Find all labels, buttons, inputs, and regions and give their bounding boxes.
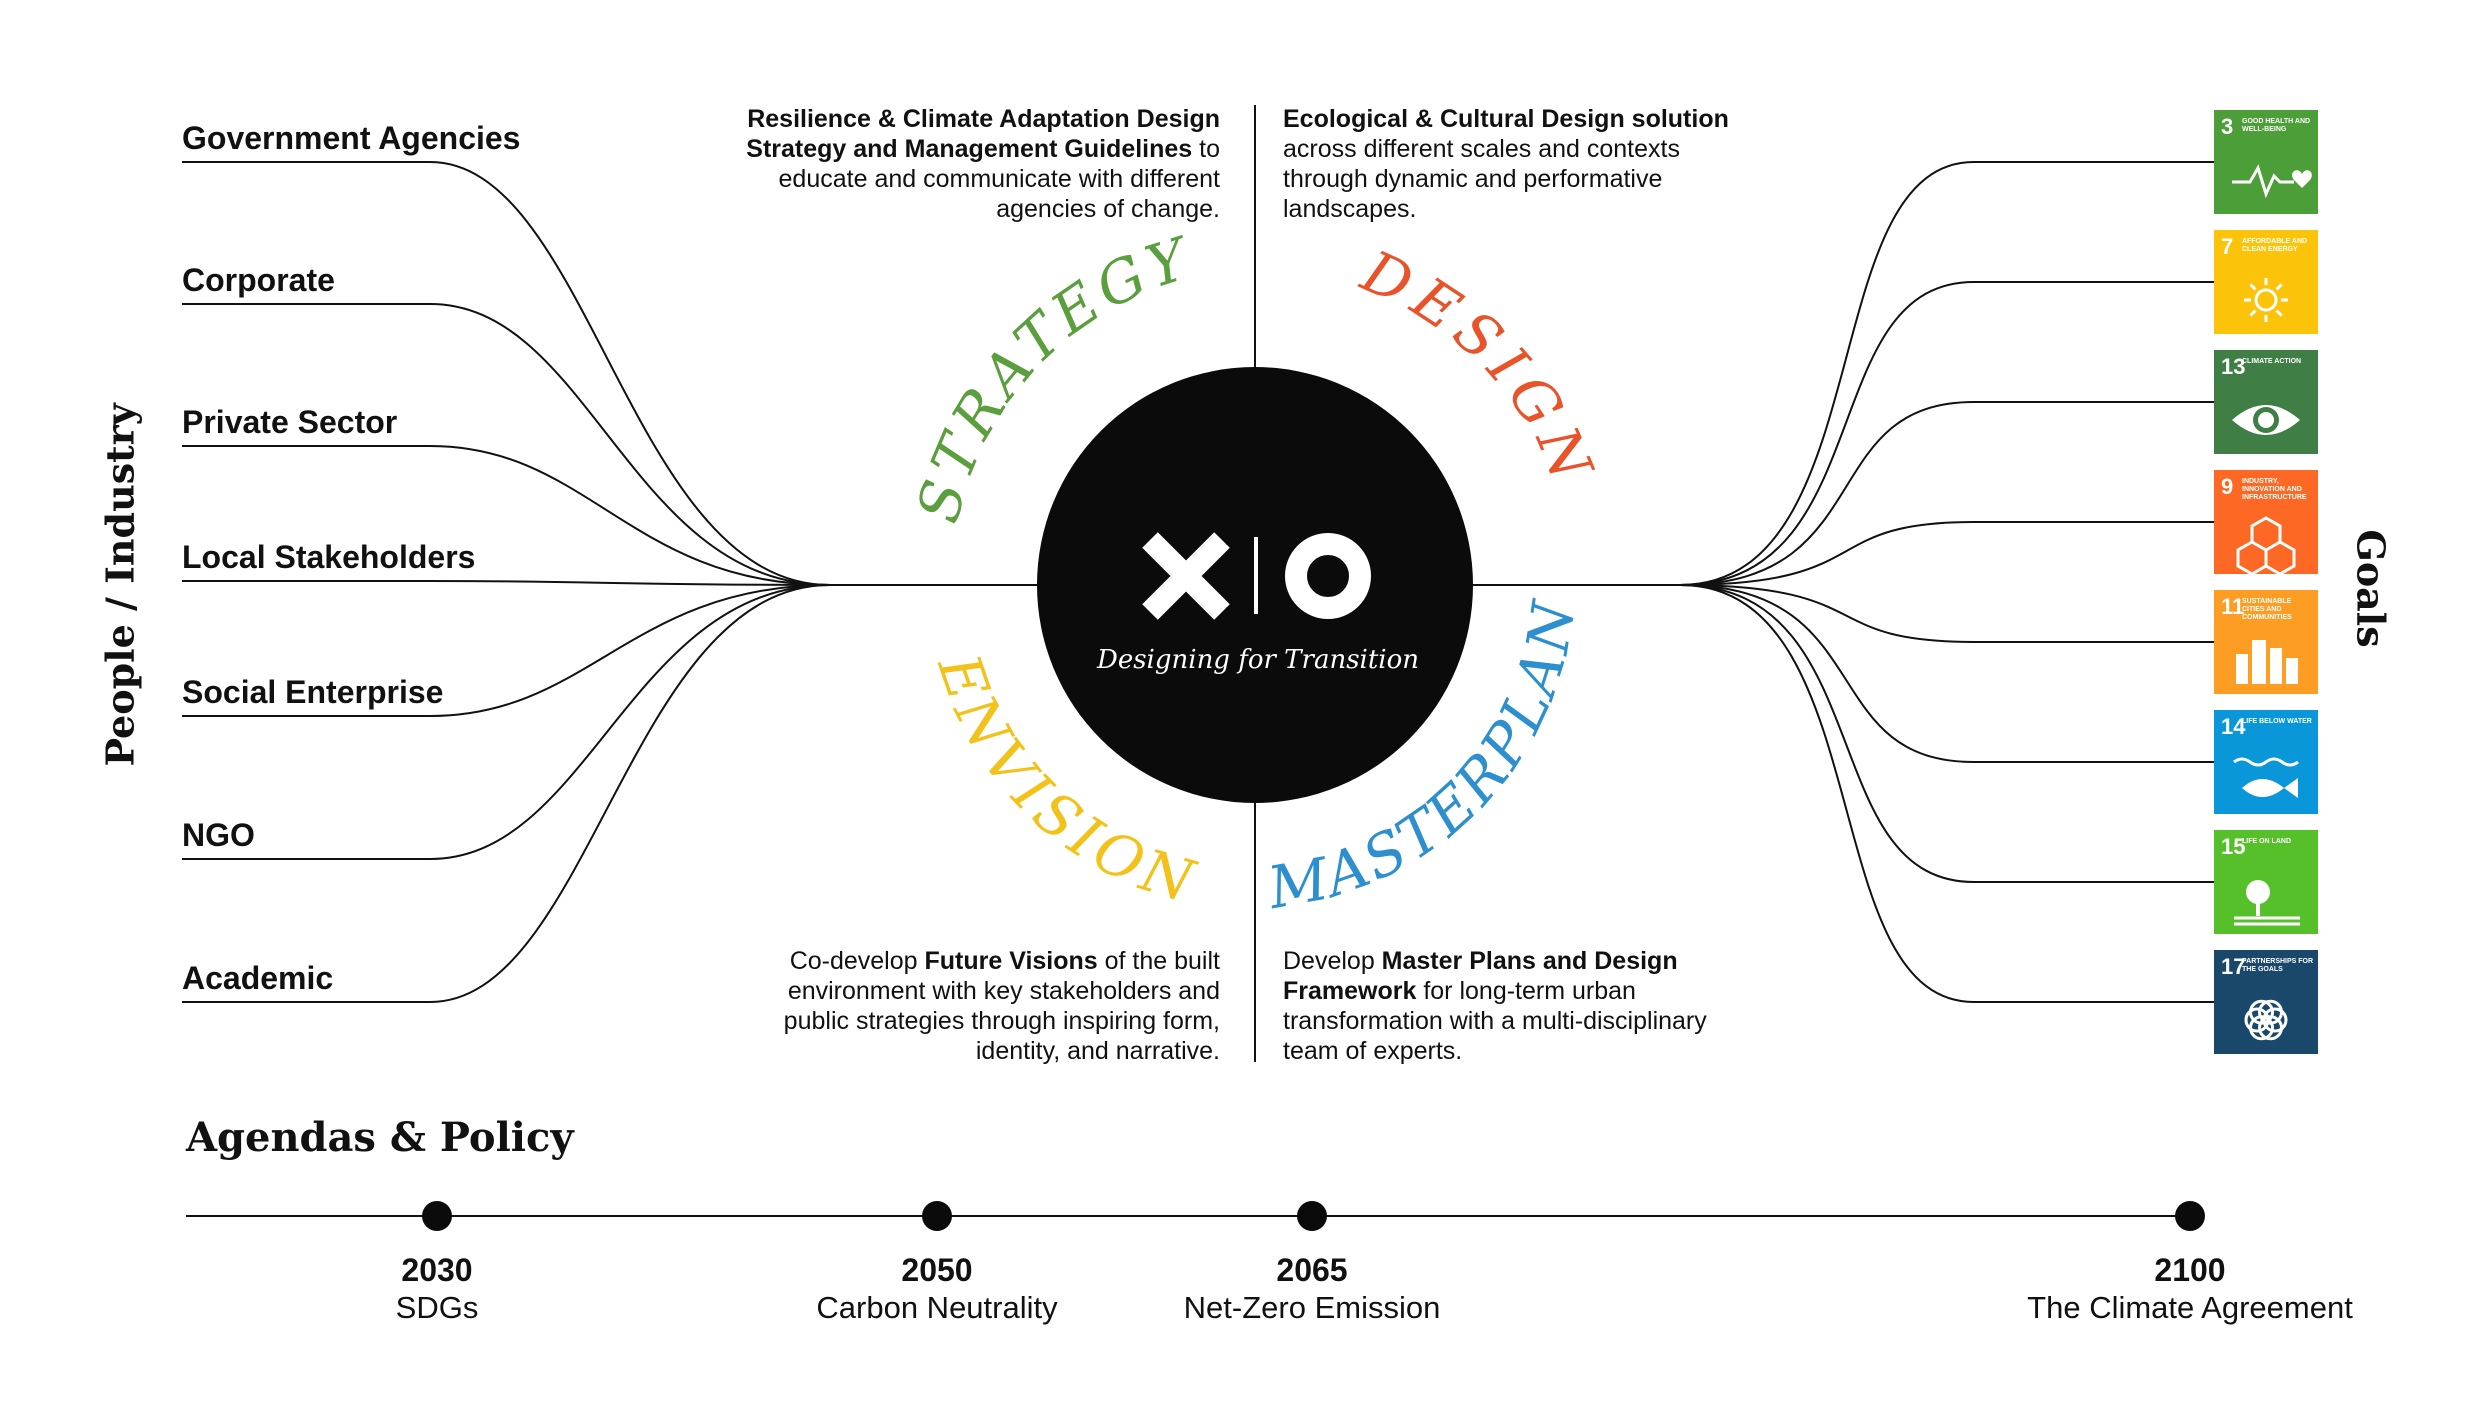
sdg-tile-3: 3 Good Health and Well-Being — [2214, 110, 2318, 214]
eye-globe-icon — [2232, 405, 2300, 435]
stakeholder-connector — [182, 584, 831, 860]
sdg-title: Partnerships for the Goals — [2242, 958, 2314, 973]
sdg-number: 9 — [2221, 474, 2234, 499]
stakeholder-government-agencies: Government Agencies — [182, 120, 521, 156]
fish-icon — [2233, 757, 2299, 798]
stakeholder-ngo: NGO — [182, 817, 255, 853]
goal-connector — [1679, 521, 2214, 586]
sdg-number: 7 — [2221, 234, 2234, 259]
people-industry-label: People / Industry — [97, 403, 143, 767]
milestone-label: Carbon Neutrality — [816, 1290, 1058, 1325]
sdg-tile-14: 14Life Below Water — [2214, 710, 2318, 814]
masterplan-description-pre: Develop — [1283, 947, 1382, 975]
agenda-title: Agendas & Policy — [186, 1114, 574, 1161]
goals-label: Goals — [2348, 529, 2394, 648]
stakeholder-connector — [182, 161, 831, 586]
sdg-number: 17 — [2221, 954, 2246, 979]
stakeholder-connector — [182, 580, 831, 586]
sdg-number: 15 — [2221, 834, 2246, 859]
sdg-tile-13: 13Climate Action — [2214, 350, 2318, 454]
milestone-label: SDGs — [395, 1290, 479, 1325]
milestone-year: 2100 — [2154, 1252, 2226, 1288]
timeline-dot — [422, 1201, 452, 1231]
sdg-tile-15: 15Life On Land — [2214, 830, 2318, 934]
sdg-tile-17: 17Partnerships for the Goals — [2214, 950, 2318, 1054]
goal-connector — [1679, 161, 2214, 586]
tree-icon — [2234, 880, 2300, 926]
stakeholder-connector — [182, 584, 831, 717]
sdg-title: Affordable and Clean Energy — [2242, 238, 2308, 253]
goal-connector — [1679, 401, 2214, 586]
stakeholder-connector — [182, 445, 831, 586]
stakeholder-academic: Academic — [182, 960, 334, 996]
milestone-label: Net-Zero Emission — [1183, 1290, 1441, 1325]
goal-connector — [1679, 584, 2214, 643]
timeline-dot — [922, 1201, 952, 1231]
rings-icon — [2244, 999, 2288, 1041]
envision-description-bold: Future Visions — [924, 947, 1098, 975]
timeline-dot — [1297, 1201, 1327, 1231]
envision-description-text: of the built environment with key stakeh… — [783, 947, 1220, 1065]
sun-icon — [2244, 278, 2288, 322]
sdg-title: Life Below Water — [2242, 718, 2312, 725]
design-description: Ecological & Cultural Design solution ac… — [1283, 104, 1753, 224]
masterplan-description: Develop Master Plans and Design Framewor… — [1283, 946, 1753, 1066]
sdg-title: Industry, Innovation and Infrastructure — [2242, 478, 2307, 501]
timeline-dots — [422, 1201, 2205, 1231]
stakeholder-connector — [182, 303, 831, 586]
heartbeat-icon — [2232, 164, 2312, 199]
milestone-year: 2030 — [401, 1252, 473, 1288]
sdg-tile-9: 9 Industry, Innovation and Infrastructure — [2214, 470, 2318, 574]
city-icon — [2236, 640, 2298, 684]
sdg-number: 14 — [2221, 714, 2246, 739]
stakeholder-social-enterprise: Social Enterprise — [182, 674, 444, 710]
stakeholder-connectors — [182, 161, 831, 1003]
stakeholder-private-sector: Private Sector — [182, 404, 398, 440]
strategy-description: Resilience & Climate Adaptation Design S… — [700, 104, 1220, 224]
stakeholder-local-stakeholders: Local Stakeholders — [182, 539, 476, 575]
goal-connector — [1679, 584, 2214, 1003]
o-mark-icon — [1285, 533, 1371, 619]
sdg-title: Sustainable Cities and Communities — [2242, 598, 2292, 621]
strategy-description-text: to educate and communicate with differen… — [778, 135, 1220, 223]
masterplan-description-bold: Master Plans and Design Framework — [1283, 947, 1678, 1005]
sdg-number: 13 — [2221, 354, 2246, 379]
milestone-year: 2050 — [901, 1252, 973, 1288]
sdg-title: Good Health and Well-Being — [2242, 118, 2311, 133]
masterplan-description-text: for long-term urban transformation with … — [1283, 977, 1707, 1065]
cubes-icon — [2236, 516, 2296, 574]
timeline-dot — [2175, 1201, 2205, 1231]
envision-description: Co-develop Future Visions of the built e… — [740, 946, 1220, 1066]
xo-logo — [1142, 532, 1371, 620]
goal-connector — [1679, 281, 2214, 586]
sdg-tile-7: 7 Affordable and Clean Energy — [2214, 230, 2318, 334]
goal-connector — [1679, 584, 2214, 763]
sdg-title: Climate Action — [2242, 358, 2302, 365]
sdg-title: Life On Land — [2242, 838, 2291, 845]
sdg-number: 11 — [2221, 594, 2245, 619]
design-description-text: across different scales and contexts thr… — [1283, 135, 1680, 223]
milestone-year: 2065 — [1276, 1252, 1348, 1288]
sdg-tile-11: 11Sustainable Cities and Communities — [2214, 590, 2318, 694]
center-tagline: Designing for Transition — [1096, 645, 1419, 675]
envision-description-pre: Co-develop — [789, 947, 925, 975]
goal-connector — [1679, 584, 2214, 883]
goal-connectors — [1679, 161, 2214, 1003]
stakeholder-connector — [182, 584, 831, 1003]
stakeholder-corporate: Corporate — [182, 262, 335, 298]
sdg-number: 3 — [2221, 114, 2234, 139]
milestone-label: The Climate Agreement — [2027, 1290, 2353, 1325]
design-description-bold: Ecological & Cultural Design solution — [1283, 105, 1729, 133]
strategy-description-bold: Resilience & Climate Adaptation Design S… — [746, 105, 1220, 163]
x-mark-icon — [1142, 532, 1230, 620]
